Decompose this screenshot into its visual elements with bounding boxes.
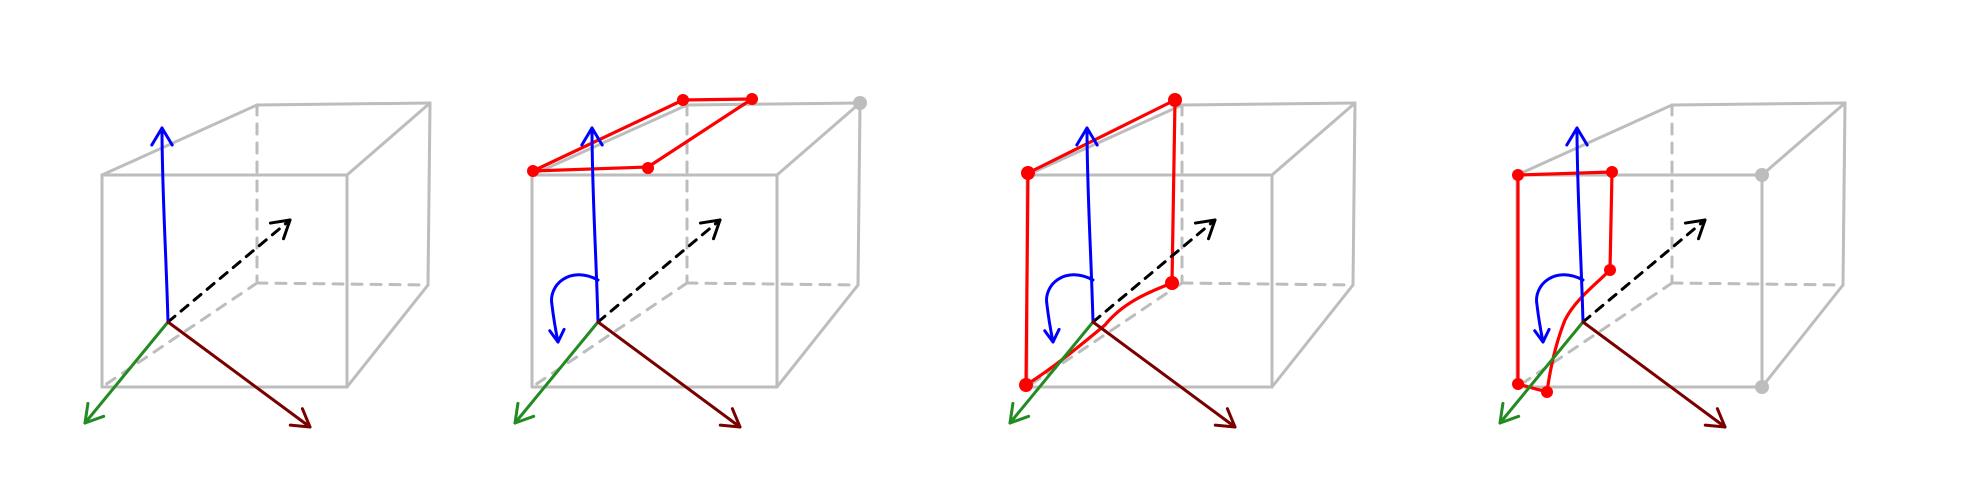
highlight-vertex-dot (1604, 264, 1616, 276)
x-axis-arrowhead (1498, 401, 1521, 425)
cube-back-right-edge (856, 101, 862, 287)
highlight-vertex-dot (677, 94, 689, 106)
diagram-panel-1 (83, 101, 432, 429)
highlight-vertex-dot (642, 162, 654, 174)
x-axis-arrowhead (513, 401, 536, 425)
coordinate-axes (513, 126, 742, 429)
cube-corner-marker (1755, 168, 1769, 182)
depth-axis-arrowhead (1683, 218, 1707, 241)
rotation-arrow (1533, 273, 1585, 344)
z-axis-line (1575, 126, 1585, 324)
diagram-panel-4 (1498, 101, 1847, 429)
cube-top-right-edge (1270, 101, 1357, 177)
y-axis-line (1581, 320, 1727, 429)
y-axis-arrowhead (718, 407, 742, 429)
rotation-arrow (1043, 273, 1095, 344)
y-axis-arrowhead (1213, 407, 1237, 429)
cube-back-right-edge (1841, 101, 1847, 287)
highlight-vertex-dot (1165, 276, 1179, 290)
cube-bottom-right-edge (1760, 283, 1845, 389)
rotation-arrow (548, 273, 600, 344)
highlight-vertex-dot (1021, 166, 1035, 180)
cube-top-right-edge (775, 101, 862, 177)
diagram-panel-3 (1008, 93, 1357, 429)
z-axis-line (1085, 126, 1095, 324)
cube (100, 101, 432, 389)
cube-corner-marker (1755, 380, 1769, 394)
cube-top-left-edge (1515, 103, 1674, 177)
cube-back-top-edge (1670, 101, 1847, 107)
depth-axis-arrowhead (698, 218, 722, 241)
highlight-vertex-dot (1541, 386, 1553, 398)
cube-hidden-back-edge (1670, 281, 1845, 287)
x-axis-line (513, 320, 600, 425)
cube-bottom-right-edge (775, 283, 860, 389)
cube-hidden-back-edge (255, 281, 430, 287)
cube-hidden-back-edge (1180, 281, 1355, 287)
z-axis-line (160, 126, 170, 324)
cube-top-right-edge (345, 101, 432, 177)
highlight-vertex-dot (1512, 169, 1524, 181)
cube-back-top-edge (255, 101, 432, 107)
depth-axis-arrowhead (268, 218, 292, 241)
x-axis-arrowhead (1008, 401, 1031, 425)
cube-back-right-edge (1351, 101, 1357, 287)
z-axis-arrowhead (1075, 126, 1099, 147)
highlighted-side-face (1019, 93, 1182, 392)
cube-top-left-edge (1025, 103, 1184, 177)
cube (1515, 101, 1847, 394)
cube-corner-marker (853, 96, 867, 110)
highlight-vertex-dot (1168, 93, 1182, 107)
x-axis-line (1498, 320, 1585, 425)
x-axis-line (1008, 320, 1095, 425)
rotation-arrowhead (1533, 327, 1551, 344)
cube-back-top-edge (1180, 101, 1357, 107)
highlighted-top-face (527, 93, 758, 177)
rotation-arc (1535, 273, 1585, 344)
y-axis-arrowhead (288, 407, 312, 429)
rotation-arc (1045, 273, 1095, 344)
depth-axis-line (1581, 218, 1707, 324)
x-axis-arrowhead (83, 401, 106, 425)
y-axis-arrowhead (1703, 407, 1727, 429)
y-axis-line (1091, 320, 1237, 429)
depth-axis-line (166, 218, 292, 324)
cube-bottom-right-edge (345, 283, 430, 389)
rotation-arrowhead (1043, 327, 1061, 344)
diagram-panel-2 (513, 93, 867, 429)
z-axis-arrowhead (580, 126, 604, 147)
highlight-outline (1516, 170, 1614, 394)
y-axis-line (166, 320, 312, 429)
y-axis-line (596, 320, 742, 429)
coordinate-axes (83, 126, 312, 429)
rotation-arrowhead (548, 327, 566, 344)
highlight-vertex-dot (1606, 166, 1618, 178)
rotation-arc (550, 273, 600, 344)
cube-back-top-edge (685, 101, 862, 107)
depth-axis-line (1091, 218, 1217, 324)
highlight-vertex-dot (527, 165, 539, 177)
cube-back-right-edge (426, 101, 432, 287)
cube-top-left-edge (530, 103, 689, 177)
highlighted-cross-section (1512, 166, 1618, 398)
panels-root (83, 93, 1847, 429)
depth-axis-arrowhead (1193, 218, 1217, 241)
coordinate-axes (1008, 126, 1237, 429)
z-axis-line (590, 126, 600, 324)
z-axis-arrowhead (1565, 126, 1589, 147)
cube-top-right-edge (1760, 101, 1847, 177)
x-axis-line (83, 320, 170, 425)
cube-bottom-right-edge (1270, 283, 1355, 389)
highlight-vertex-dot (1019, 378, 1033, 392)
coordinate-axes (1498, 126, 1727, 429)
highlight-vertex-dot (746, 93, 758, 105)
depth-axis-line (596, 218, 722, 324)
cube-hidden-back-edge (685, 281, 860, 287)
cube-top-left-edge (100, 103, 259, 177)
highlight-outline (1024, 98, 1177, 387)
highlight-vertex-dot (1512, 378, 1524, 390)
z-axis-arrowhead (150, 126, 174, 147)
